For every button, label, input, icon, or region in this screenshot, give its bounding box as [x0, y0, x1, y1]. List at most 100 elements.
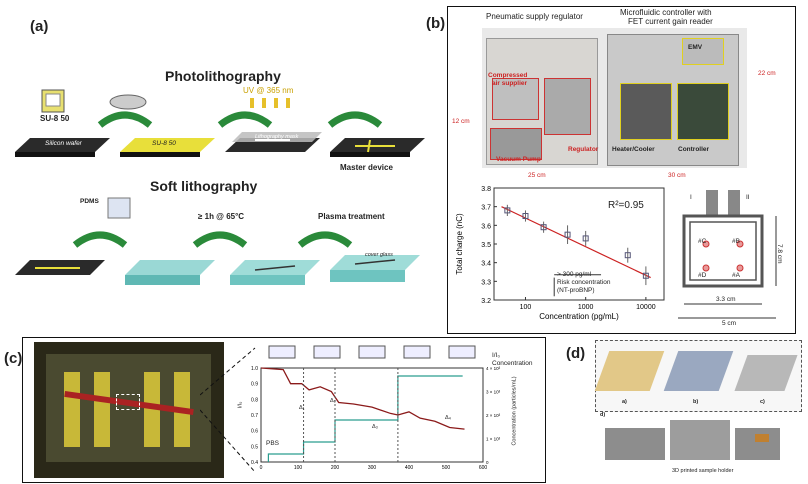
soft-lithography-heading: Soft lithography	[150, 178, 258, 194]
arrow-icon	[192, 231, 248, 248]
legend-conc: Concentration	[492, 360, 533, 367]
risk-label-1: > 300 pg/ml	[557, 271, 592, 278]
risk-label-3: (NT-proBNP)	[557, 287, 595, 294]
y-tick-label: 0.9	[251, 382, 258, 388]
chamber-icon	[448, 345, 476, 359]
chip-A: #A	[732, 272, 740, 279]
chip-schematic	[678, 190, 777, 319]
dim-25cm: 25 cm	[528, 172, 546, 179]
delta-1: Δ₁	[299, 405, 305, 411]
dim-5cm: 5 cm	[722, 320, 737, 327]
y-tick-label: 3.5	[481, 242, 491, 249]
y-tick-label: 3.8	[481, 186, 491, 193]
controller-label: Controller	[678, 146, 710, 153]
arrow-icon	[327, 111, 383, 128]
data-point	[642, 272, 649, 279]
x-tick-label: 500	[442, 465, 451, 471]
microfluidic-label: Microfluidic controller with	[620, 8, 712, 17]
y2-tick-label: 2 × 10³	[486, 413, 501, 418]
x-tick-label: 10000	[636, 304, 656, 311]
x-tick-label: 100	[294, 465, 303, 471]
pdms-bottle-icon	[107, 197, 131, 219]
y2-tick-label: 1 × 10³	[486, 437, 501, 442]
regulator-label: Regulator	[568, 146, 599, 153]
chip-D: #D	[698, 272, 707, 279]
silicon-wafer-1	[15, 138, 110, 152]
chamber-icon	[358, 345, 386, 359]
silicon-wafer-label: Silicon wafer	[45, 140, 82, 147]
pneumatic-label: Pneumatic supply regulator	[486, 12, 583, 21]
x-tick-label: 100	[520, 304, 532, 311]
y-tick-label: 3.7	[481, 205, 491, 212]
y-tick-label: 3.6	[481, 223, 491, 230]
y-axis-label: Total charge (nC)	[455, 213, 464, 275]
chip-C: #C	[698, 238, 707, 245]
chip-photo	[34, 342, 224, 478]
y-tick-label: 3.3	[481, 279, 491, 286]
vacuum-pump-label: Vacuum Pump	[496, 156, 541, 163]
y-tick-label: 0.8	[251, 397, 258, 403]
sub-b: b)	[693, 399, 699, 405]
dim-22cm: 22 cm	[758, 70, 776, 77]
panel-a-label: (a)	[30, 18, 49, 35]
charge-vs-concentration-chart: 3.2 3.3 3.4 3.5 3.6 3.7 3.8 100 1000 10000Concent…	[455, 186, 665, 321]
su8-bottle-label: SU-8 50	[40, 114, 70, 123]
uv-arrows-icon	[250, 98, 290, 108]
air-supplier-label: air supplier	[492, 80, 528, 87]
data-point	[504, 207, 511, 214]
plasma-label: Plasma treatment	[318, 212, 385, 221]
emv-label: EMV	[688, 44, 703, 51]
fet-label: FET current gain reader	[628, 17, 713, 26]
data-point	[582, 235, 589, 242]
y-tick-label: 1.0	[251, 366, 258, 372]
data-point	[564, 231, 571, 238]
x-tick-label: 1000	[578, 304, 594, 311]
cover-glass-label: cover glass	[365, 252, 393, 258]
sub-d: d)	[600, 412, 606, 418]
panel-c-frame	[22, 337, 546, 483]
chamber-icon	[268, 345, 296, 359]
delta-4: Δ₄	[445, 415, 451, 421]
panel-c-label: (c)	[4, 350, 23, 367]
dim-30cm: 30 cm	[668, 172, 686, 179]
normalized-current-line	[260, 367, 465, 430]
pbs-label: PBS	[266, 440, 280, 447]
plot-area	[260, 367, 484, 463]
panel-b-label: (b)	[426, 15, 446, 32]
arrow-icon	[97, 111, 153, 128]
zoom-lines	[200, 347, 256, 473]
x-tick-label: 300	[368, 465, 377, 471]
mask-label: Lithography mask	[255, 134, 299, 140]
su8-coated-wafer	[120, 138, 215, 152]
risk-label-2: Risk concentration	[557, 279, 611, 286]
chamber-icon	[403, 345, 431, 359]
y-tick-label: 3.2	[481, 298, 491, 305]
chip-I: I	[690, 194, 692, 201]
delta-3: Δ₃	[372, 424, 378, 430]
compressed-label: Compressed	[488, 72, 528, 79]
soft-lithography-diagram	[15, 197, 420, 285]
instrument-photo	[482, 28, 747, 168]
legend-norm: I/I₀	[492, 352, 501, 359]
x-axis-label: Concentration (pg/mL)	[539, 312, 619, 321]
spin-coater-icon	[109, 94, 147, 110]
master-device-label: Master device	[340, 163, 393, 172]
data-point	[624, 252, 631, 259]
y2-tick-label: 0	[486, 460, 489, 465]
panel-d-inset	[594, 340, 802, 412]
y-tick-label: 0.5	[251, 444, 258, 450]
data-point	[540, 224, 547, 231]
y-tick-label: 0.4	[251, 460, 258, 466]
y2-tick-label: 4 × 10³	[486, 366, 501, 371]
y-label-right: Concentration (particles/mL)	[511, 376, 518, 446]
r2-label: R²=0.95	[608, 200, 644, 211]
concentration-steps	[267, 375, 463, 462]
panel-b-frame	[447, 6, 796, 334]
chamber-icon	[313, 345, 341, 359]
y-tick-label: 3.4	[481, 261, 491, 268]
x-tick-label: 0	[260, 465, 263, 471]
holder-label: 3D printed sample holder	[672, 468, 734, 474]
photolithography-diagram	[15, 89, 425, 157]
sample-holder-render	[605, 420, 780, 462]
x-tick-label: 200	[331, 465, 340, 471]
